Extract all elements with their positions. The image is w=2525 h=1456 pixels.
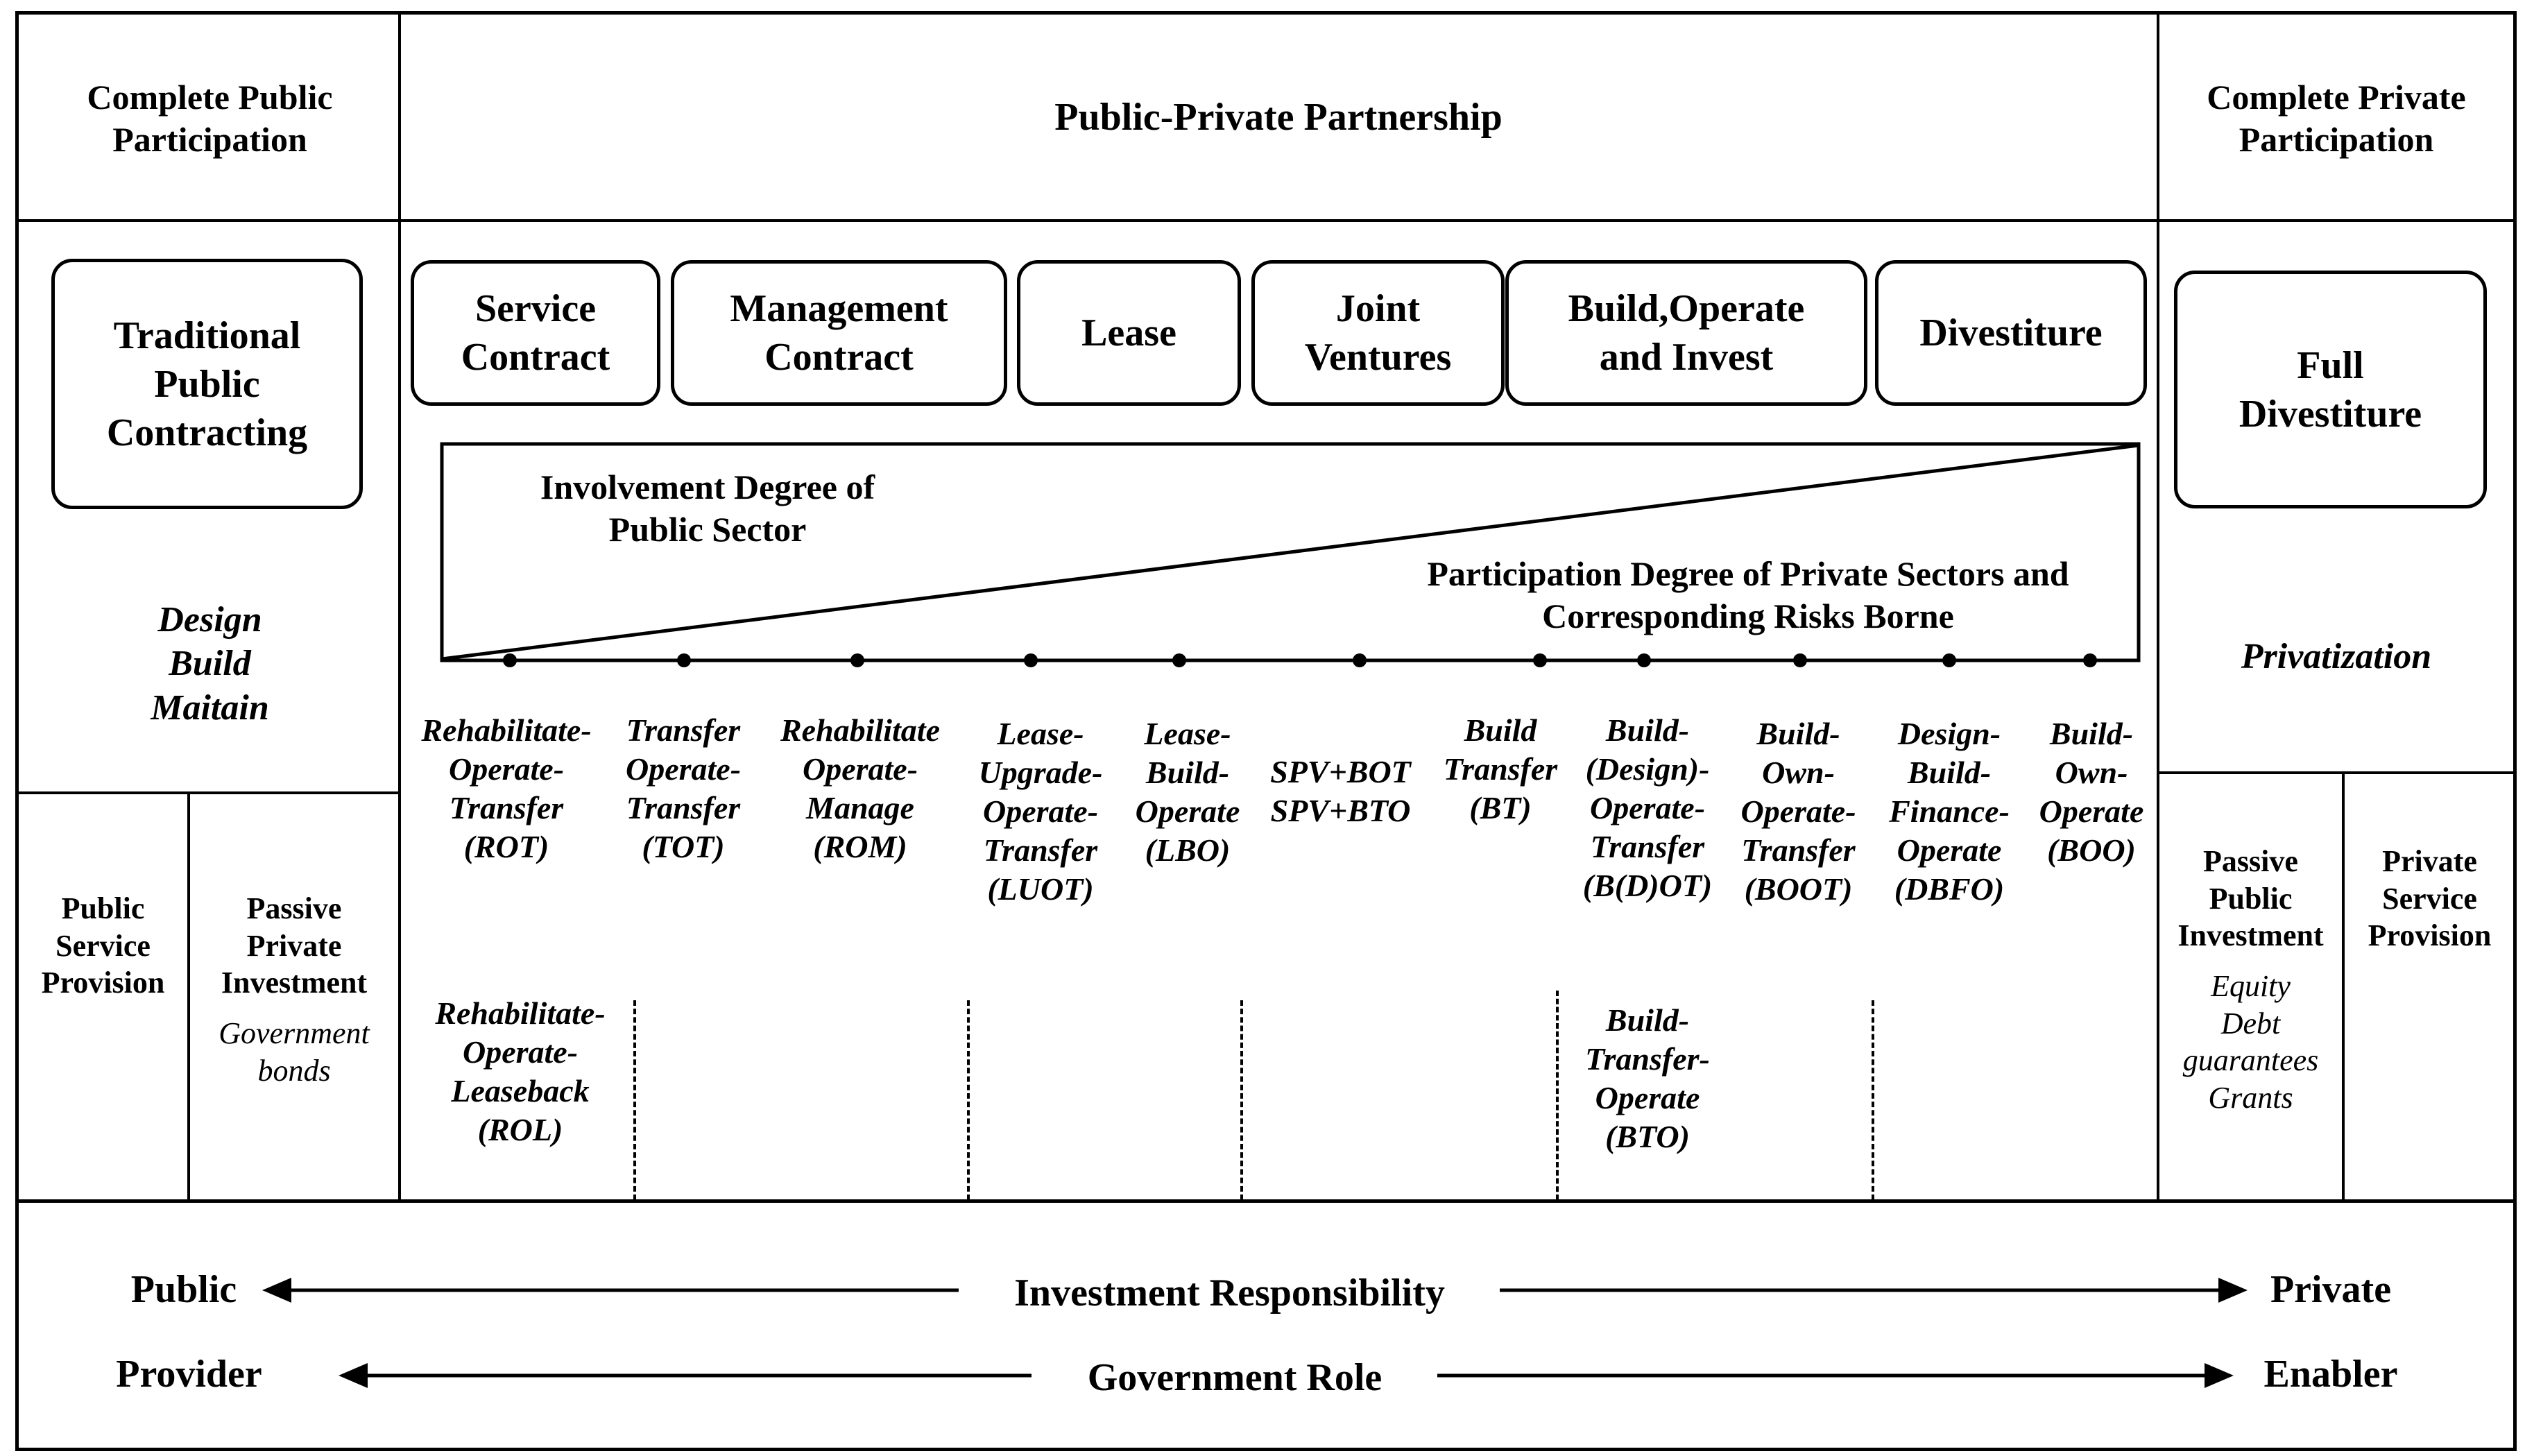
model-rom: Rehabilitate Operate- Manage (ROM) [780,712,940,865]
right-column-divider [2157,11,2159,1201]
axis-government-role: Government Role [1087,1356,1383,1399]
outer-border-bottom [15,1448,2517,1451]
traditional-public-contracting-box: Traditional Public Contracting [51,259,363,509]
model-bto: Build- Transfer- Operate (BTO) [1585,1002,1710,1155]
dashed-separator [1240,1000,1243,1200]
public-service-provision: Public Service Provision [41,891,165,1000]
model-bdot: Build- (Design)- Operate- Transfer (B(D)… [1582,712,1713,904]
wedge-private-participation-label: Participation Degree of Private Sectors … [1427,554,2069,635]
dashed-separator [967,1000,970,1200]
model-boot: Build- Own- Operate- Transfer (BOOT) [1740,716,1856,907]
timeline-dot [850,653,864,667]
ppp-category-lease: Lease [1017,260,1241,406]
ppp-category-build-operate-invest: Build,Operate and Invest [1505,260,1867,406]
passive-public-investment-sub: Equity Debt guarantees Grants [2182,969,2319,1115]
arrowhead-left [339,1363,368,1388]
left-lower-divider [15,791,400,794]
timeline-dot [1172,653,1186,667]
header-divider [15,219,2517,222]
timeline-dot [1637,653,1651,667]
timeline-dots [503,653,2097,667]
arrowhead-left [262,1278,291,1303]
left-activities: Design Build Maitain [151,600,269,728]
axis-investment-responsibility: Investment Responsibility [1014,1271,1445,1314]
right-lower-split [2342,771,2345,1201]
timeline-dot [2083,653,2097,667]
left-lower-split [187,791,190,1201]
dashed-separator [1872,1000,1874,1200]
timeline-dot [677,653,691,667]
outer-border-left [15,11,19,1451]
outer-border-right [2513,11,2517,1451]
arrowhead-right [2205,1363,2234,1388]
model-tot: Transfer Operate- Transfer (TOT) [625,712,742,865]
model-spv: SPV+BOT SPV+BTO [1270,754,1411,829]
model-dbfo: Design- Build- Finance- Operate (DBFO) [1889,716,2010,907]
passive-private-investment-title: Passive Private Investment [221,891,368,1000]
passive-public-investment-title: Passive Public Investment [2177,844,2324,953]
dashed-separator [1556,991,1559,1200]
model-bt: Build Transfer (BT) [1443,712,1558,826]
model-lbo: Lease- Build- Operate (LBO) [1135,716,1240,868]
timeline-dot [1024,653,1038,667]
header-complete-private: Complete Private Participation [2207,78,2466,159]
axis-enabler-label: Enabler [2263,1353,2398,1396]
outer-border-top [15,11,2517,15]
header-ppp-title: Public-Private Partnership [1054,96,1503,139]
ppp-category-service-contract: Service Contract [411,260,660,406]
timeline-dot [1793,653,1807,667]
header-complete-public: Complete Public Participation [87,78,333,159]
passive-private-investment-sub: Government bonds [219,1016,370,1088]
axis-public-label: Public [130,1268,237,1311]
dashed-separator [633,1000,636,1200]
ppp-category-divestiture: Divestiture [1875,260,2147,406]
timeline-dot [1533,653,1547,667]
model-rot: Rehabilitate- Operate- Transfer (ROT) [421,712,592,865]
ppp-category-management-contract: Management Contract [671,260,1007,406]
timeline-dot [1353,653,1367,667]
arrowhead-right [2218,1278,2248,1303]
private-service-provision: Private Service Provision [2368,844,2492,953]
model-boo: Build- Own- Operate (BOO) [2039,716,2144,868]
axis-private-label: Private [2270,1268,2392,1311]
timeline-dot [503,653,517,667]
right-lower-divider [2158,771,2515,774]
model-rol: Rehabilitate- Operate- Leaseback (ROL) [435,995,606,1148]
right-activities: Privatization [2241,637,2432,676]
wedge-public-involvement-label: Involvement Degree of Public Sector [540,468,875,549]
left-column-divider [398,11,401,1201]
full-divestiture-box: Full Divestiture [2174,271,2487,508]
axis-provider-label: Provider [116,1353,262,1396]
ppp-category-joint-ventures: Joint Ventures [1251,260,1505,406]
wedge-frame [440,442,2141,662]
model-luot: Lease- Upgrade- Operate- Transfer (LUOT) [978,716,1103,907]
timeline-dot [1942,653,1956,667]
axis-divider [15,1199,2517,1203]
